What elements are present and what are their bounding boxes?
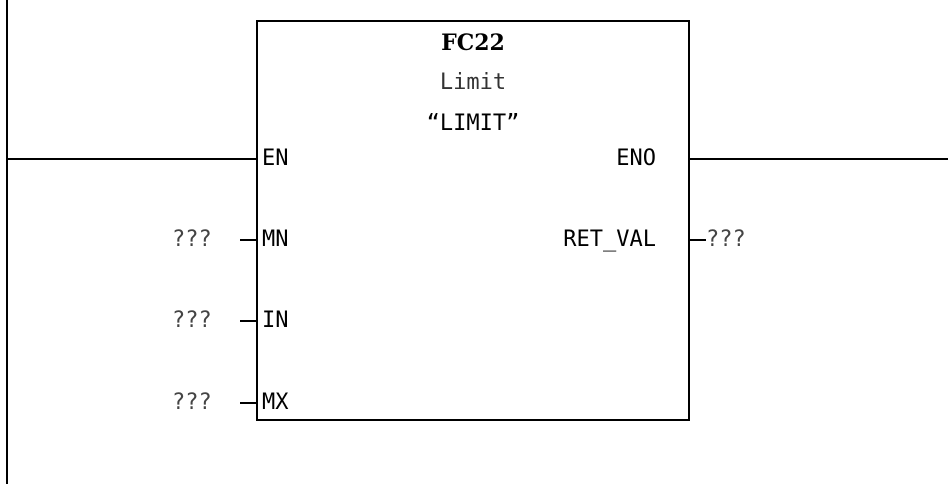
pin-in: IN [262,308,289,333]
param-ret-val[interactable]: ??? [706,227,746,252]
pin-mx: MX [262,390,289,415]
block-number: FC22 [441,30,505,56]
en-wire [6,158,258,160]
param-in[interactable]: ??? [172,308,212,333]
block-name: Limit [439,70,507,95]
pin-mn: MN [262,227,289,252]
eno-wire [690,158,948,160]
param-mn[interactable]: ??? [172,227,212,252]
mn-wire [240,239,258,241]
mx-wire [240,402,258,404]
left-power-rail [6,0,8,484]
pin-eno: ENO [616,146,656,171]
in-wire [240,320,258,322]
pin-en: EN [262,146,289,171]
block-symbol: “LIMIT” [426,111,520,136]
function-block[interactable] [256,20,690,421]
ret-val-wire [690,239,706,241]
pin-ret-val: RET_VAL [563,227,656,252]
param-mx[interactable]: ??? [172,390,212,415]
